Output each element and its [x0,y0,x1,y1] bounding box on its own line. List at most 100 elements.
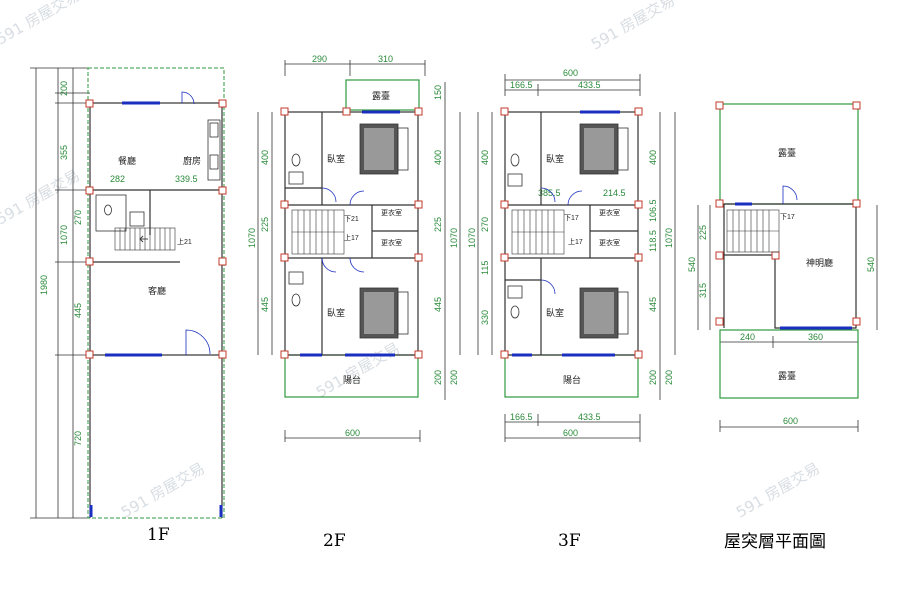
stair [114,227,176,251]
dim-label: 445 [648,297,658,312]
door-icon [321,187,365,273]
door-icon [185,329,211,355]
room-closet: 更衣室 [381,238,402,247]
toilet-icon [510,305,520,319]
dimension-lines [30,67,90,519]
sink-icon [209,122,219,138]
dim-label: 1980 [39,275,49,295]
toilet-icon [291,293,301,307]
room-balcony: 陽台 [563,374,581,386]
bed-icon [359,123,409,175]
windows [512,110,620,357]
room-terrace: 露臺 [778,147,796,159]
bathroom-fixtures [507,153,523,319]
watermark: 591 房屋交易 [0,166,83,228]
dim-label: 540 [866,257,876,272]
floor-label-1f: 1F [147,525,170,545]
bathroom [95,194,127,232]
sink-icon [288,271,304,285]
kitchen-counter [207,119,221,181]
dim-label: 400 [433,150,443,165]
dim-label: 214.5 [603,188,626,198]
dim-label: 115 [480,261,490,275]
dim-label: 225 [433,217,443,232]
dim-label: 310 [378,54,393,64]
toilet-icon [291,153,301,167]
room-shrine-hall: 神明廳 [806,257,833,269]
stair-direction-label: 上17 [344,233,359,242]
room-living: 客廳 [148,285,166,297]
dimension-lines [697,205,878,432]
floor-label-roof: 屋突層平面圖 [724,532,826,552]
watermark: 591 房屋交易 [733,459,823,521]
dimension-lines [477,74,676,442]
dim-label: 385.5 [538,188,561,198]
dim-label: 166.5 [510,80,533,90]
dim-label: 400 [260,150,270,165]
stair [291,209,345,255]
dim-label: 200 [648,370,658,385]
columns [85,99,227,359]
room-kitchen: 廚房 [183,155,201,167]
dim-label: 355 [59,145,69,160]
watermark: 591 房屋交易 [0,0,83,48]
dim-label: 445 [433,297,443,312]
columns [280,107,423,359]
room-balcony: 陽台 [343,374,361,386]
dim-label: 330 [480,310,490,325]
floor-plan-2f: 290 310 600 400 225 445 1070 150 400 225… [247,54,461,551]
room-terrace: 露臺 [778,370,796,382]
room-closet: 更衣室 [381,208,402,217]
dim-label: 315 [698,283,708,298]
floor-plan-3f: 600 166.5 433.5 166.5 433.5 600 385.5 21… [467,68,676,551]
columns [715,101,861,326]
dim-label: 600 [563,68,578,78]
dim-label: 360 [808,332,823,342]
dim-label: 200 [59,81,69,96]
dim-label: 600 [345,428,360,438]
dim-label: 1070 [664,228,674,248]
floor-label-2f: 2F [323,531,346,551]
dim-label: 1070 [247,228,257,248]
bed-icon [579,287,629,339]
toilet-icon [510,153,520,167]
windows [735,202,852,330]
dim-label: 290 [312,54,327,64]
room-closet: 更衣室 [599,238,620,247]
dim-label: 445 [260,297,270,312]
dim-label: 720 [73,431,83,446]
room-bedroom: 臥室 [327,307,345,319]
dim-label: 282 [110,174,125,184]
site-boundary [87,67,225,519]
walls [89,102,223,518]
stair-direction-label: 上17 [568,237,583,246]
dim-label: 106.5 [648,199,658,222]
bed-icon [359,287,409,339]
watermark: 591 房屋交易 [118,459,208,521]
stair-direction-label: 下21 [344,215,359,223]
door-icon [782,185,798,204]
dim-label: 200 [664,370,674,385]
walls [723,203,857,329]
room-terrace: 露臺 [372,90,390,102]
dim-label: 200 [433,370,443,385]
dim-label: 400 [480,150,490,165]
dimension-lines [257,60,461,442]
watermark: 591 房屋交易 [588,0,678,53]
dim-label: 433.5 [578,80,601,90]
bed-icon [579,123,629,175]
dim-label: 1070 [59,225,69,245]
dim-label: 150 [433,85,443,100]
dim-label: 600 [563,428,578,438]
stair [726,209,780,253]
columns [500,107,643,359]
dim-label: 1070 [449,228,459,248]
dim-label: 1070 [467,228,477,248]
dim-label: 200 [449,370,459,385]
room-bedroom: 臥室 [546,153,564,165]
dim-label: 540 [687,257,697,272]
stair-direction-label: 上21 [177,237,192,246]
watermark: 591 房屋交易 [313,339,403,401]
toilet-icon [104,204,112,216]
stove-icon [209,154,219,170]
